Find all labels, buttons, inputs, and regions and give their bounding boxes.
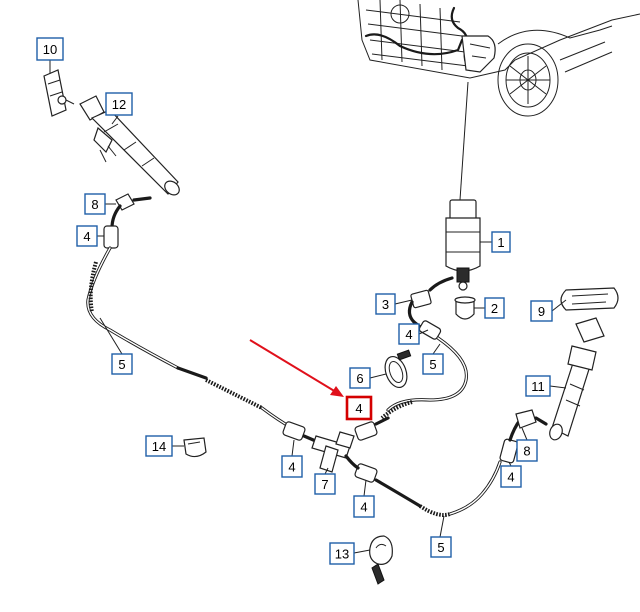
connector-upper-center bbox=[354, 421, 378, 441]
callout-1-label: 1 bbox=[497, 235, 504, 250]
callout-4c-box bbox=[345, 395, 373, 421]
callout-6: 6 bbox=[349, 367, 371, 389]
callout-3: 3 bbox=[375, 293, 396, 315]
callout-5c-label: 5 bbox=[437, 540, 444, 555]
callout-4a-label: 4 bbox=[83, 229, 90, 244]
callout-6-label: 6 bbox=[356, 371, 363, 386]
callout-14-box bbox=[145, 435, 173, 457]
callout-4c: 4 bbox=[345, 395, 373, 421]
callout-4d-label: 4 bbox=[288, 460, 295, 475]
callout-2: 2 bbox=[484, 297, 505, 319]
callout-3-label: 3 bbox=[382, 297, 389, 312]
callout-5a: 5 bbox=[111, 353, 133, 375]
callout-8b-box bbox=[516, 439, 538, 462]
callout-12-label: 12 bbox=[112, 97, 126, 112]
callout-4c-label: 4 bbox=[355, 401, 362, 416]
clamp-part-13 bbox=[369, 535, 393, 585]
callout-4b-label: 4 bbox=[405, 327, 412, 342]
clip-part-14 bbox=[183, 437, 207, 458]
right-telescopic-nozzle bbox=[549, 317, 605, 441]
grommet bbox=[454, 296, 476, 320]
left-hose bbox=[86, 225, 294, 430]
callout-3-box bbox=[375, 293, 396, 315]
callout-4a-box bbox=[76, 225, 98, 247]
leader-lines bbox=[49, 60, 567, 554]
callout-4e-label: 4 bbox=[507, 470, 514, 485]
callout-13-label: 13 bbox=[335, 547, 349, 562]
callout-11-box bbox=[525, 375, 551, 397]
callout-8b-label: 8 bbox=[523, 444, 530, 459]
callout-4d: 4 bbox=[281, 455, 303, 478]
washer-pump bbox=[428, 199, 481, 292]
callout-1: 1 bbox=[491, 231, 511, 253]
callout-9: 9 bbox=[530, 300, 553, 322]
callout-5b: 5 bbox=[422, 353, 444, 375]
hose-clip bbox=[384, 349, 412, 389]
callout-11-label: 11 bbox=[531, 379, 545, 394]
callout-10-label: 10 bbox=[43, 42, 57, 57]
callout-4f-box bbox=[353, 495, 375, 518]
callout-7-box bbox=[314, 473, 336, 495]
callout-12-box bbox=[105, 92, 133, 116]
callout-4a: 4 bbox=[76, 225, 98, 247]
callout-10: 10 bbox=[36, 37, 64, 61]
right-cap bbox=[560, 287, 619, 311]
callout-2-label: 2 bbox=[491, 301, 498, 316]
callout-5c: 5 bbox=[430, 536, 452, 558]
callout-8b: 8 bbox=[516, 439, 538, 462]
callout-13: 13 bbox=[329, 542, 355, 565]
connector-left-center bbox=[282, 421, 306, 441]
callout-13-box bbox=[329, 542, 355, 565]
connector-right bbox=[499, 438, 519, 464]
callout-12: 12 bbox=[105, 92, 133, 116]
right-angle-connector bbox=[508, 409, 548, 442]
callout-5b-box bbox=[422, 353, 444, 375]
callout-7-label: 7 bbox=[321, 477, 328, 492]
callout-5a-box bbox=[111, 353, 133, 375]
right-hose bbox=[374, 460, 502, 517]
callout-11: 11 bbox=[525, 375, 551, 397]
callout-4e-box bbox=[500, 465, 522, 488]
connector-lower-center bbox=[354, 463, 378, 483]
highlight-arrow bbox=[249, 339, 344, 397]
callout-4b: 4 bbox=[398, 323, 420, 345]
callout-7: 7 bbox=[314, 473, 336, 495]
vehicle-front-illustration bbox=[357, 0, 640, 117]
callout-6-box bbox=[349, 367, 371, 389]
callout-2-box bbox=[484, 297, 505, 319]
callout-14-label: 14 bbox=[152, 439, 166, 454]
callout-5a-label: 5 bbox=[118, 357, 125, 372]
callout-4b-box bbox=[398, 323, 420, 345]
callout-10-box bbox=[36, 37, 64, 61]
t-piece bbox=[311, 431, 355, 473]
callout-9-box bbox=[530, 300, 553, 322]
callout-5c-box bbox=[430, 536, 452, 558]
callout-4f: 4 bbox=[353, 495, 375, 518]
callout-14: 14 bbox=[145, 435, 173, 457]
angled-connector bbox=[407, 289, 432, 324]
callout-8a: 8 bbox=[84, 193, 106, 215]
callout-4f-label: 4 bbox=[360, 500, 367, 515]
left-telescopic-nozzle bbox=[79, 95, 180, 196]
callout-5b-label: 5 bbox=[429, 357, 436, 372]
left-angle-connector bbox=[110, 193, 152, 230]
left-cap bbox=[43, 69, 75, 117]
callout-4e: 4 bbox=[500, 465, 522, 488]
callout-8a-box bbox=[84, 193, 106, 215]
callout-1-box bbox=[491, 231, 511, 253]
callout-9-label: 9 bbox=[538, 304, 545, 319]
callout-4d-box bbox=[281, 455, 303, 478]
callout-8a-label: 8 bbox=[91, 197, 98, 212]
